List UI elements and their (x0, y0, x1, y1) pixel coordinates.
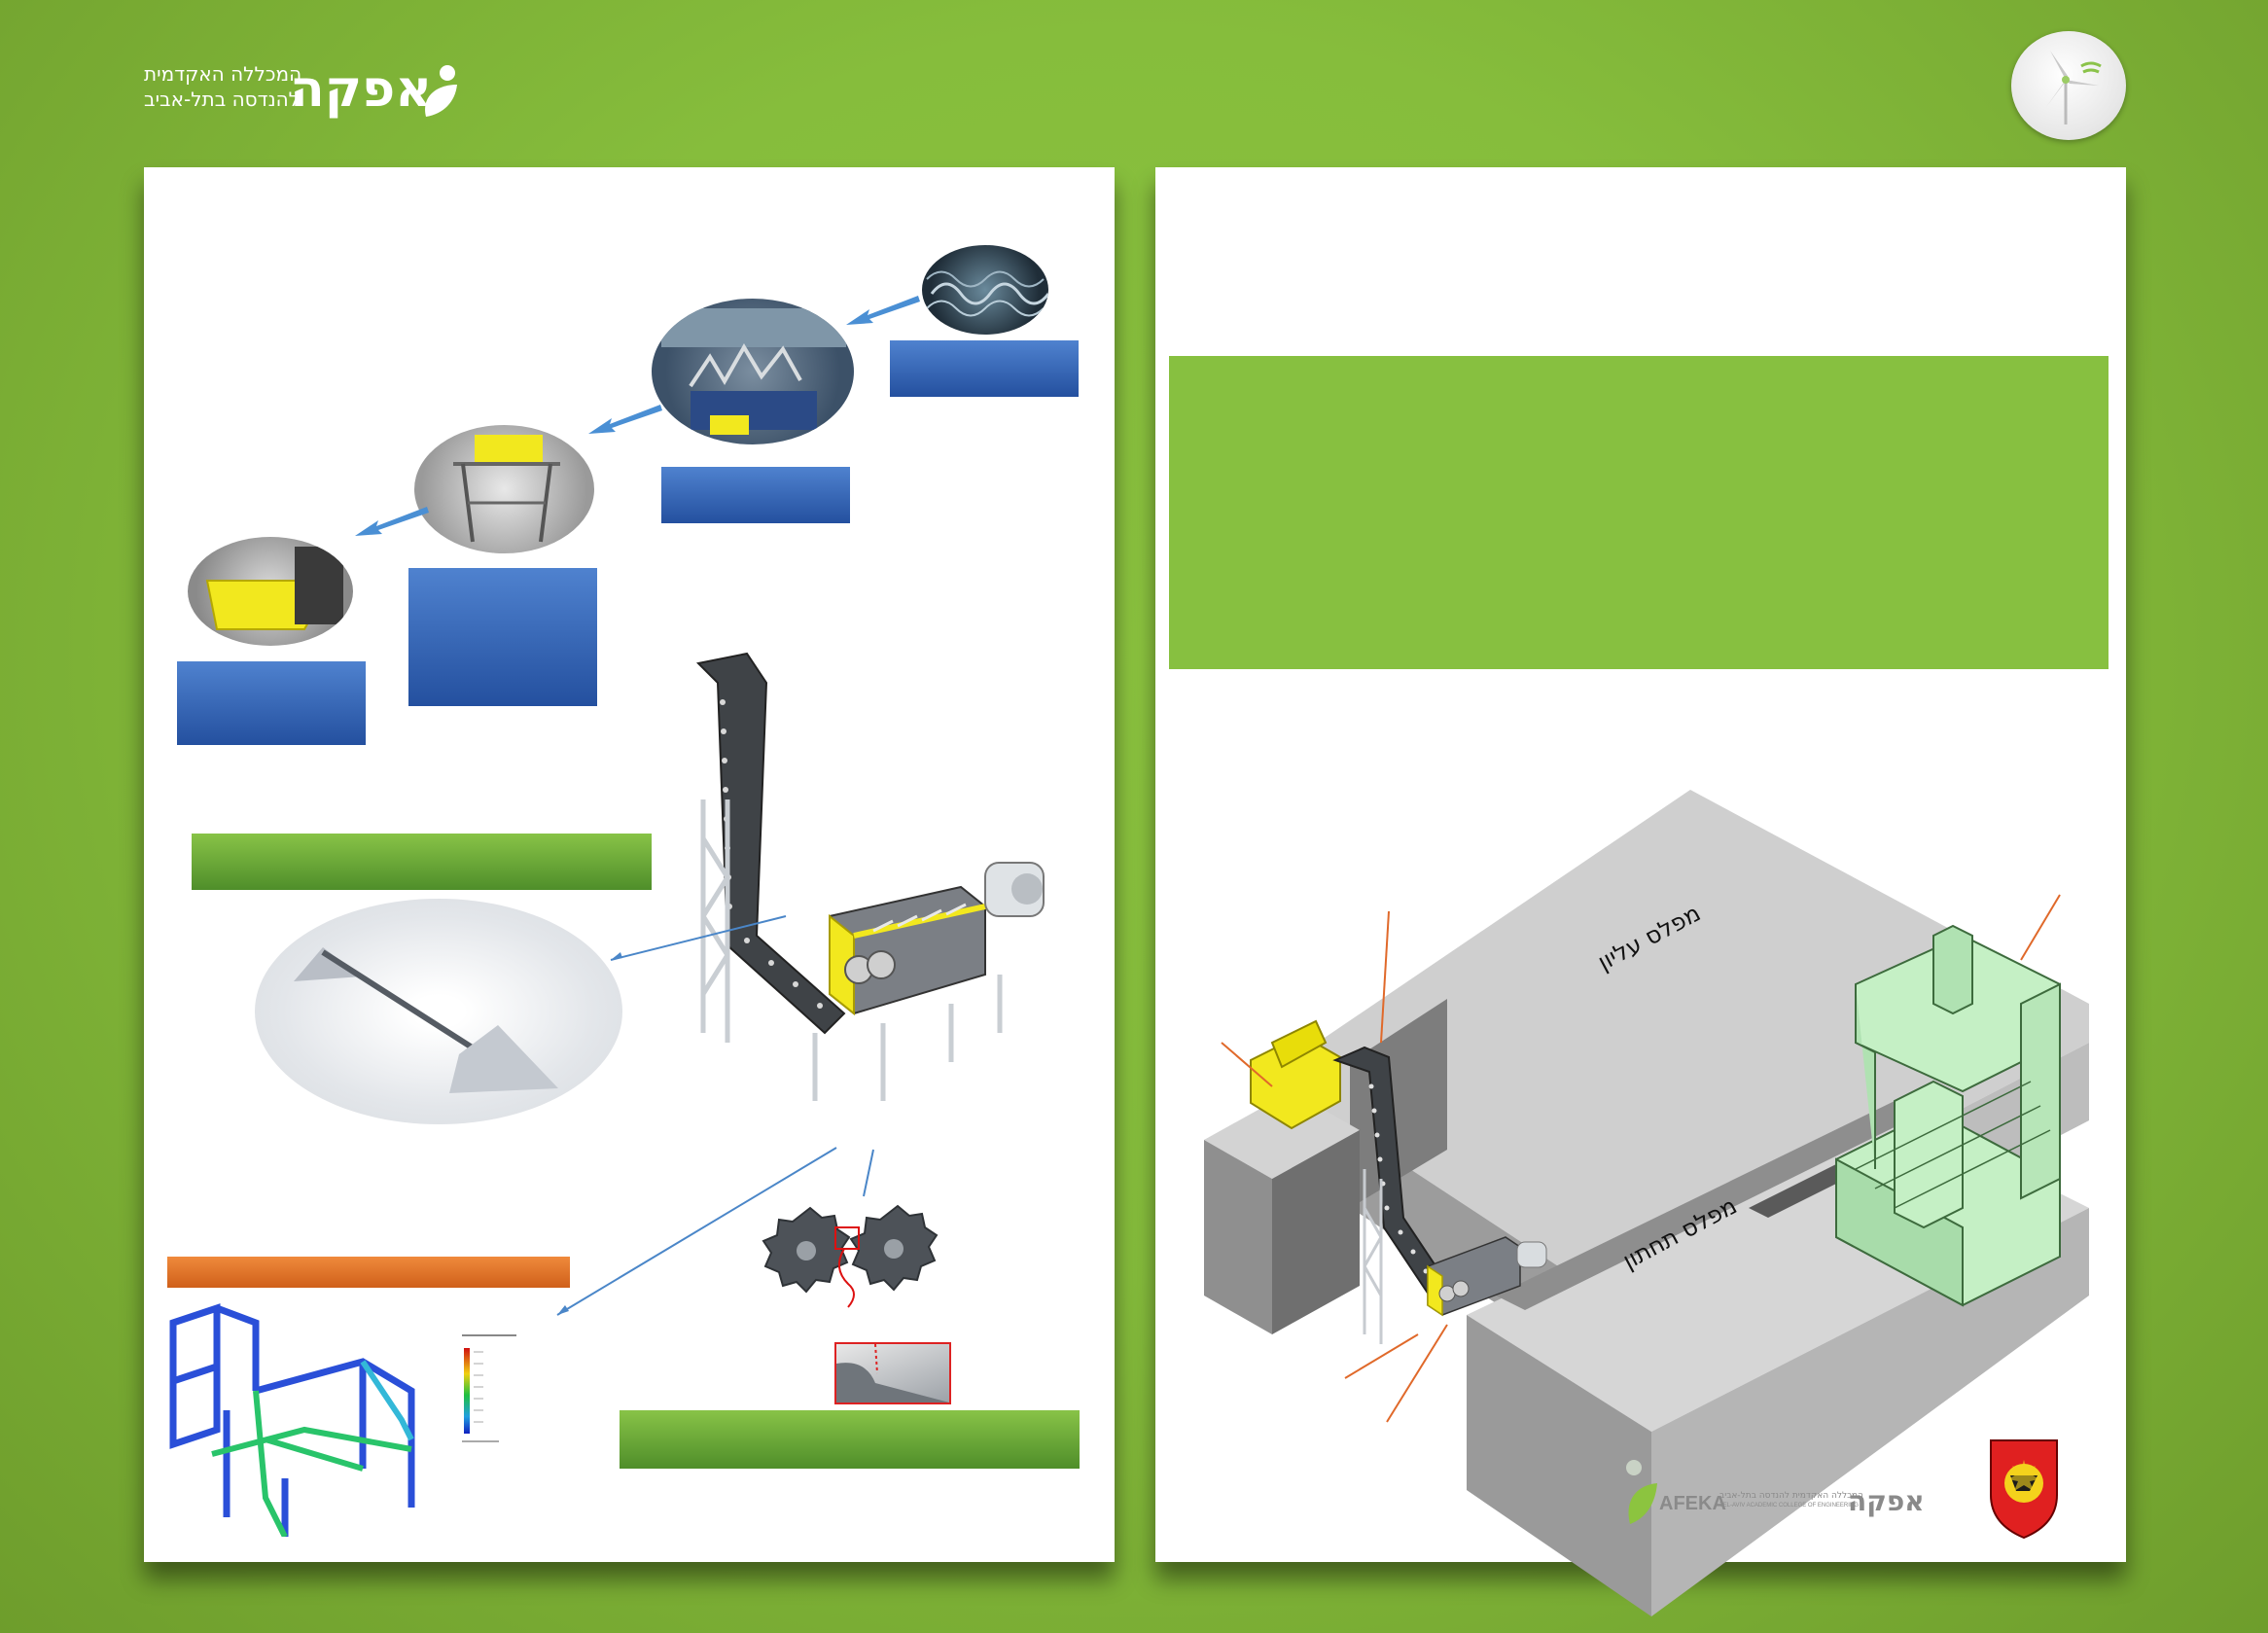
afeka-leaf-icon (1626, 1460, 1657, 1524)
scrap-chips-photo (922, 245, 1048, 335)
arrow-icon (588, 405, 662, 434)
conveyor-frame-detail (453, 435, 560, 543)
collection-bin-photo (188, 537, 353, 646)
right-panel: מפלס עליון מפלס תחתון AFEKA TEL-AVIV ACA… (1155, 167, 2126, 1616)
afeka-hebrew-brand: אפקה (1848, 1485, 1925, 1517)
conveyor-shredder-model (695, 652, 1045, 1101)
plant-layout-render (1204, 790, 2089, 1616)
afeka-line1: המכללה האקדמית (144, 62, 302, 86)
scrap-chips-texture (926, 270, 1048, 317)
blade-detail-zoom (834, 1342, 951, 1404)
afeka-leaf-icon (425, 65, 457, 117)
bin-label-box (177, 661, 366, 745)
wind-turbine-emblem (2011, 31, 2126, 140)
blade-detail-shape (836, 1344, 949, 1402)
scrap-chips-label-box (890, 340, 1079, 397)
fea-frame-render (169, 1303, 415, 1537)
shredder-photo-detail (661, 308, 846, 435)
afeka-header-logo: אפקה המכללה האקדמית להנדסה בתל-אביב (144, 58, 460, 126)
summary-green-block (1169, 356, 2109, 669)
conveyor-label-box (408, 568, 597, 706)
wind-turbine-icon (2046, 51, 2102, 124)
shredder-label-box (661, 467, 850, 523)
idf-emblem (1990, 1439, 2058, 1540)
conveyor-frame-photo (414, 425, 594, 553)
afeka-latin-subline: TEL-AVIV ACADEMIC COLLEGE OF ENGINEERING (1719, 1503, 1859, 1509)
fea-color-legend (462, 1334, 516, 1442)
scraper-blade-shape (294, 947, 558, 1093)
shredder-photo (652, 299, 854, 444)
shredder-section-bar (620, 1410, 1080, 1469)
callout-lines (556, 915, 874, 1316)
blade-section-bar (192, 834, 652, 890)
collection-bin-detail (205, 547, 343, 630)
afeka-latin-brand: AFEKA (1659, 1493, 1726, 1514)
arrow-icon (355, 507, 429, 536)
afeka-line2: להנדסה בתל-אביב (144, 88, 301, 111)
left-panel (144, 167, 1115, 1562)
afeka-footer-logo: AFEKA TEL-AVIV ACADEMIC COLLEGE OF ENGIN… (1622, 1456, 1925, 1526)
arrow-icon (846, 296, 920, 325)
stress-analysis-bar (167, 1257, 570, 1288)
shredder-blades-render (762, 1204, 939, 1308)
scraper-blade-render (255, 899, 622, 1124)
afeka-hebrew-subline: המכללה האקדמית להנדסה בתל-אביב (1719, 1491, 1863, 1501)
afeka-brand-text: אפקה (290, 60, 433, 119)
